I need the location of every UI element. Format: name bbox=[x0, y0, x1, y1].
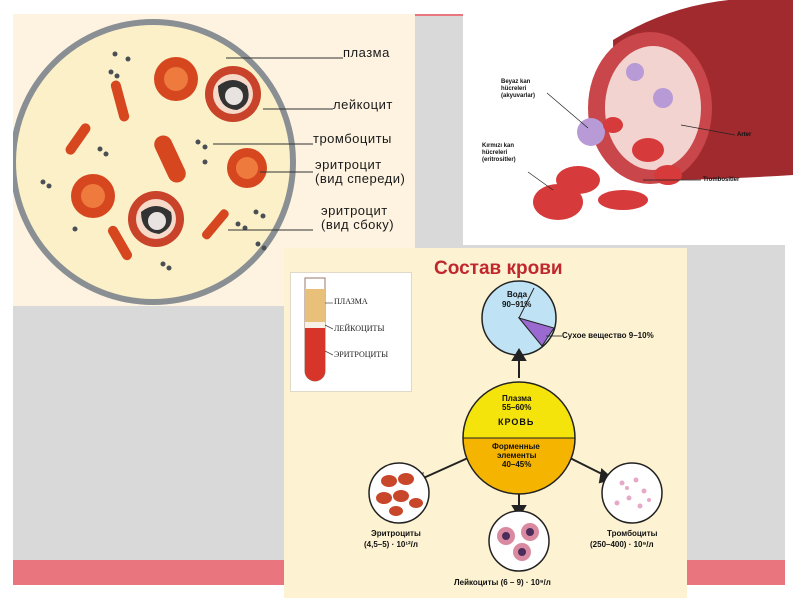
label-wbc-1: Beyaz kan bbox=[501, 79, 531, 85]
label-rbc-3: (eritrositler) bbox=[482, 157, 516, 163]
label-formed-3: 40–45% bbox=[502, 460, 532, 469]
tube-plasma-layer bbox=[305, 289, 325, 322]
label-platelets-1: Тромбоциты bbox=[607, 529, 658, 538]
label-dry-matter: Сухое вещество 9–10% bbox=[562, 331, 654, 340]
label-erythrocyte-side-2: (вид сбоку) bbox=[321, 217, 395, 232]
label-platelets: тромбоциты bbox=[313, 131, 392, 146]
label-rbc-2: hücreleri bbox=[482, 150, 508, 156]
leukocytes-cells bbox=[497, 523, 539, 561]
artery-drawing bbox=[527, 0, 793, 220]
label-leukocyte: лейкоцит bbox=[333, 97, 393, 112]
plasma-half bbox=[463, 382, 575, 438]
label-erythrocytes-2: (4,5–5) · 10¹²/л bbox=[364, 540, 418, 549]
label-erythrocyte-front-1: эритроцит bbox=[315, 157, 382, 172]
label-rbc-1: Kırmızı kan bbox=[482, 143, 515, 149]
label-artery: Arter bbox=[737, 132, 752, 138]
composition-drawing bbox=[368, 280, 663, 572]
erythrocytes-side bbox=[65, 80, 229, 261]
label-blood: КРОВЬ bbox=[498, 417, 535, 427]
erythrocytes-cells bbox=[376, 473, 423, 516]
label-water-2: 90–91% bbox=[502, 300, 532, 309]
erythrocytes-front bbox=[71, 57, 267, 218]
label-plasma-2: 55–60% bbox=[502, 403, 532, 412]
label-artery-platelets: Trombositler bbox=[703, 177, 740, 183]
tube-leukocyte-layer bbox=[305, 322, 325, 328]
test-tube-image: ПЛАЗМА ЛЕЙКОЦИТЫ ЭРИТРОЦИТЫ bbox=[290, 272, 412, 392]
label-platelets-2: (250–400) · 10⁹/л bbox=[590, 540, 654, 549]
blood-smear-drawing bbox=[10, 19, 343, 305]
platelets-circle bbox=[601, 462, 663, 524]
leukocytes-circle bbox=[488, 510, 550, 572]
label-erythrocyte-front-2: (вид спереди) bbox=[315, 171, 406, 186]
artery-leader-lines bbox=[527, 92, 736, 191]
slide-accent-line bbox=[415, 14, 465, 16]
label-wbc-2: hücreleri bbox=[501, 86, 527, 92]
tube-label-leukocytes: ЛЕЙКОЦИТЫ bbox=[334, 324, 385, 333]
label-water-1: Вода bbox=[507, 290, 528, 299]
platelets bbox=[40, 51, 267, 271]
label-plasma: плазма bbox=[343, 45, 390, 60]
dry-matter-slice bbox=[517, 317, 555, 347]
label-wbc-3: (akyuvarlar) bbox=[501, 93, 536, 99]
platelet-cells bbox=[614, 477, 651, 509]
tube-leader-lines bbox=[324, 302, 334, 356]
tube-label-plasma: ПЛАЗМА bbox=[334, 297, 368, 306]
label-formed-1: Форменные bbox=[492, 442, 540, 451]
formed-elements-half bbox=[463, 438, 575, 494]
artery-image: Beyaz kan hücreleri (akyuvarlar) Kırmızı… bbox=[463, 0, 793, 245]
tube-label-erythrocytes: ЭРИТРОЦИТЫ bbox=[334, 350, 389, 359]
test-tube-drawing bbox=[304, 277, 334, 382]
label-erythrocyte-side-1: эритроцит bbox=[321, 203, 388, 218]
label-plasma-1: Плазма bbox=[502, 394, 532, 403]
label-formed-2: элементы bbox=[497, 451, 537, 460]
label-leukocytes: Лейкоциты (6 – 9) · 10⁹/л bbox=[454, 578, 551, 587]
smear-leader-lines bbox=[213, 57, 343, 231]
leukocytes bbox=[128, 66, 261, 247]
diagram-title: Состав крови bbox=[434, 258, 563, 279]
label-erythrocytes-1: Эритроциты bbox=[371, 529, 421, 538]
tube-erythrocyte-layer bbox=[305, 328, 325, 381]
